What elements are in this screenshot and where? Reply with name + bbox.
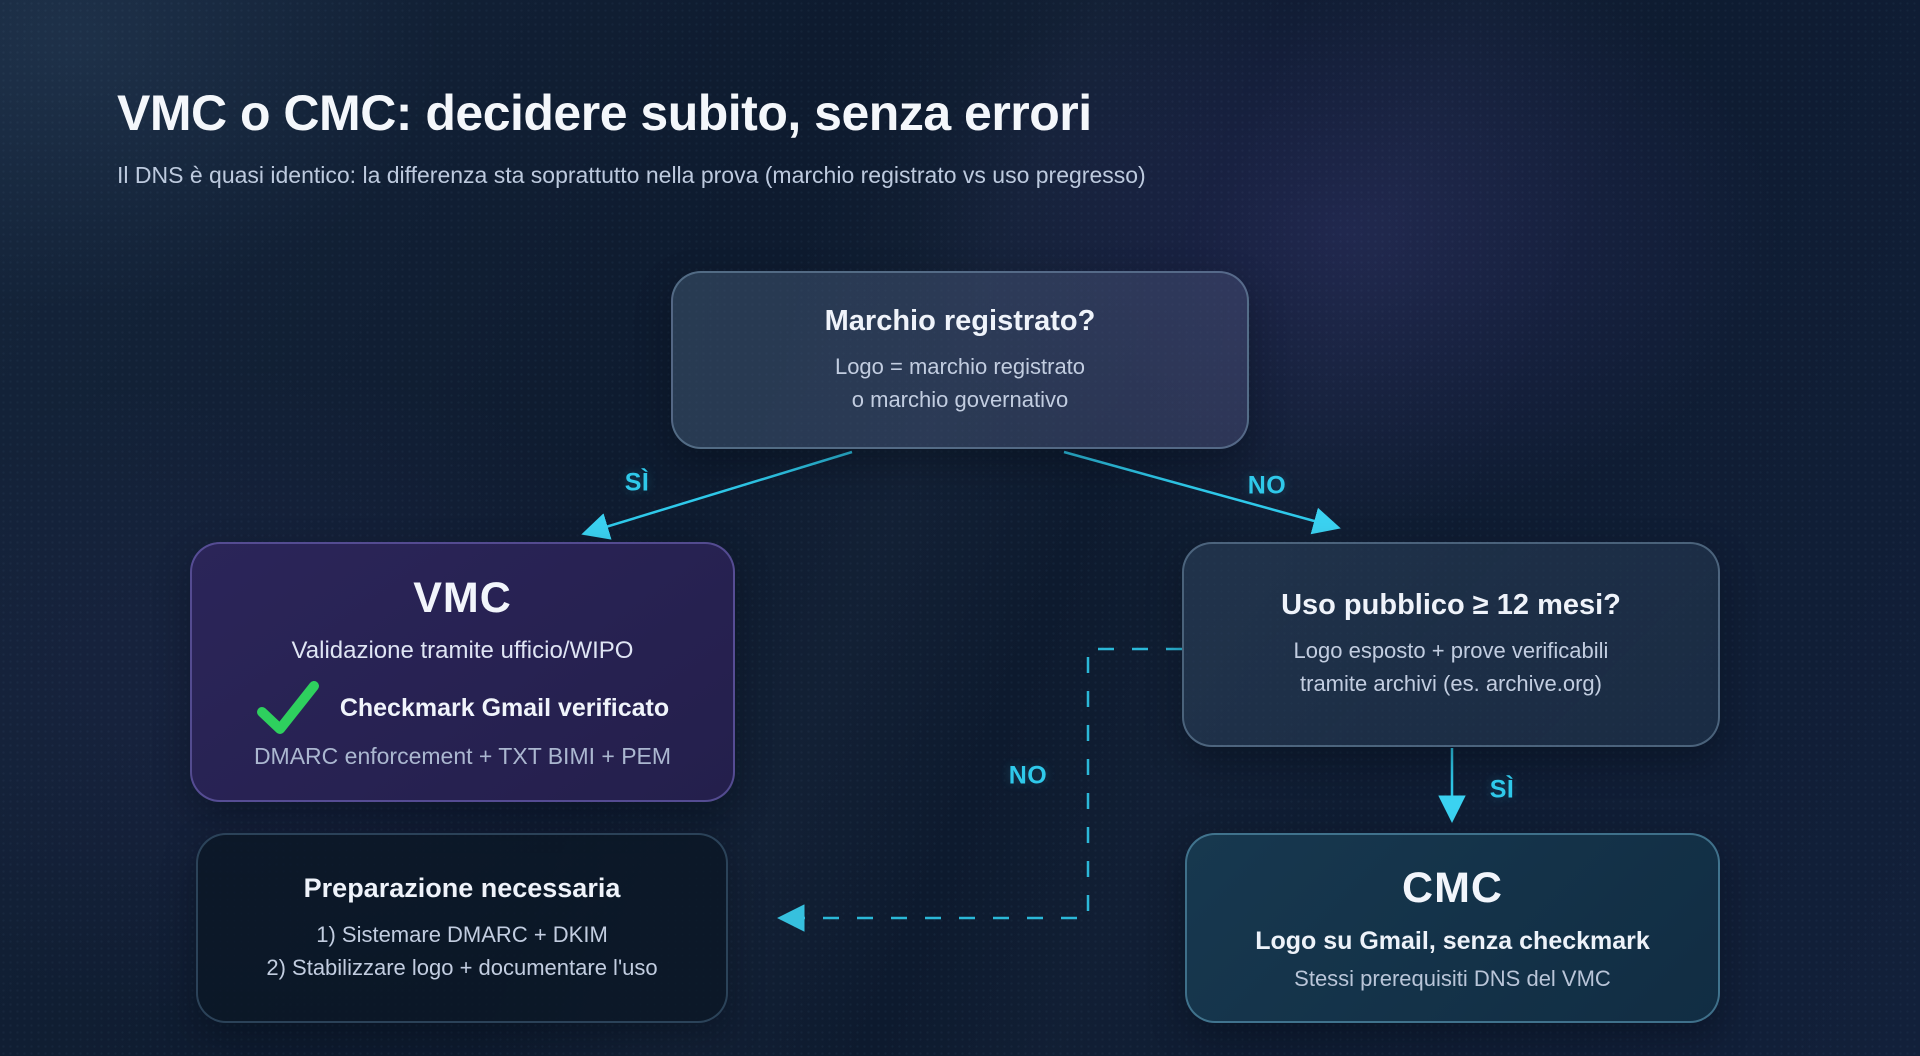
node-vmc: VMC Validazione tramite ufficio/WIPO Che… (190, 542, 735, 802)
node-line: Logo su Gmail, senza checkmark (1255, 927, 1650, 955)
check-label: Checkmark Gmail verificato (339, 693, 670, 722)
node-line: o marchio governativo (851, 386, 1069, 412)
connector-no-right (1063, 450, 1341, 535)
node-line: Logo esposto + prove verificabili (1293, 638, 1609, 663)
node-heading: Marchio registrato? (824, 304, 1096, 337)
connector-no-dashed (777, 647, 1182, 932)
edge-label-no-dashed: NO (1008, 761, 1048, 790)
page-title: VMC o CMC: decidere subito, senza errori (117, 85, 1092, 141)
node-title: CMC (1402, 864, 1503, 912)
node-line: tramite archivi (es. archive.org) (1300, 671, 1602, 696)
header: VMC o CMC: decidere subito, senza errori… (117, 84, 1146, 189)
node-title: VMC (413, 574, 512, 622)
node-preparazione: Preparazione necessaria 1) Sistemare DMA… (196, 833, 728, 1023)
checkmark-icon (256, 681, 319, 734)
check-row: Checkmark Gmail verificato (256, 679, 669, 737)
node-heading: Uso pubblico ≥ 12 mesi? (1281, 589, 1621, 621)
node-subtitle: Validazione tramite ufficio/WIPO (291, 637, 634, 664)
page-subtitle: Il DNS è quasi identico: la differenza s… (117, 162, 1146, 188)
node-line: 2) Stabilizzare logo + documentare l'uso (266, 954, 658, 980)
node-footnote: DMARC enforcement + TXT BIMI + PEM (253, 743, 672, 769)
node-line: Logo = marchio registrato (834, 353, 1086, 379)
edge-label-no-right: NO (1247, 471, 1287, 500)
node-line: 1) Sistemare DMARC + DKIM (316, 921, 608, 947)
node-cmc: CMC Logo su Gmail, senza checkmark Stess… (1185, 833, 1720, 1023)
node-marchio-registrato: Marchio registrato? Logo = marchio regis… (671, 271, 1249, 449)
node-line: Stessi prerequisiti DNS del VMC (1294, 966, 1611, 991)
edge-label-si-left: SÌ (624, 468, 650, 497)
edge-label-si-down: SÌ (1489, 775, 1515, 804)
node-uso-pubblico: Uso pubblico ≥ 12 mesi? Logo esposto + p… (1182, 542, 1720, 747)
node-heading: Preparazione necessaria (303, 872, 621, 903)
